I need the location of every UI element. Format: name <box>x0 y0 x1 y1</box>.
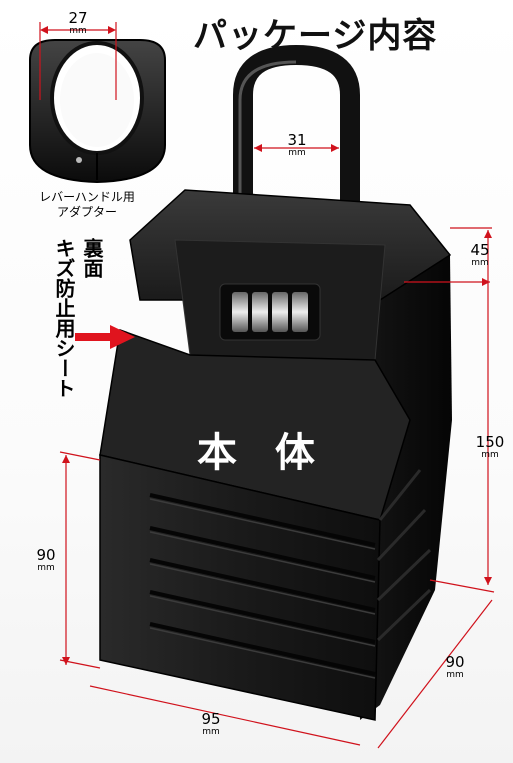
combination-dial <box>219 283 321 341</box>
shackle-width-label: 31 mm <box>287 131 307 158</box>
adapter-image <box>29 39 166 184</box>
adapter-width-label: 27 mm <box>68 9 88 36</box>
body-label: 本 体 <box>197 430 327 476</box>
adapter-screw-icon <box>76 157 82 163</box>
back-note-line2: キズ防止用シート <box>52 238 76 398</box>
adapter-caption: レバーハンドル用 アダプター <box>39 190 135 219</box>
front-height-label: 90 mm <box>36 546 56 573</box>
shackle-image <box>233 44 360 225</box>
side-depth-dimension <box>377 599 493 749</box>
back-note-arrow-icon <box>75 325 135 349</box>
width-dimension <box>89 685 361 746</box>
back-note-line1: 裏面 <box>80 238 104 278</box>
page-title: パッケージ内容 <box>193 16 438 56</box>
width-label: 95 mm <box>201 710 221 737</box>
side-depth-label: 90 mm <box>445 653 465 680</box>
top-depth-label: 45 mm <box>470 241 490 268</box>
lockbox-body <box>99 189 452 721</box>
adapter-width-dimension <box>39 22 117 100</box>
height-label: 150 mm <box>475 433 505 460</box>
